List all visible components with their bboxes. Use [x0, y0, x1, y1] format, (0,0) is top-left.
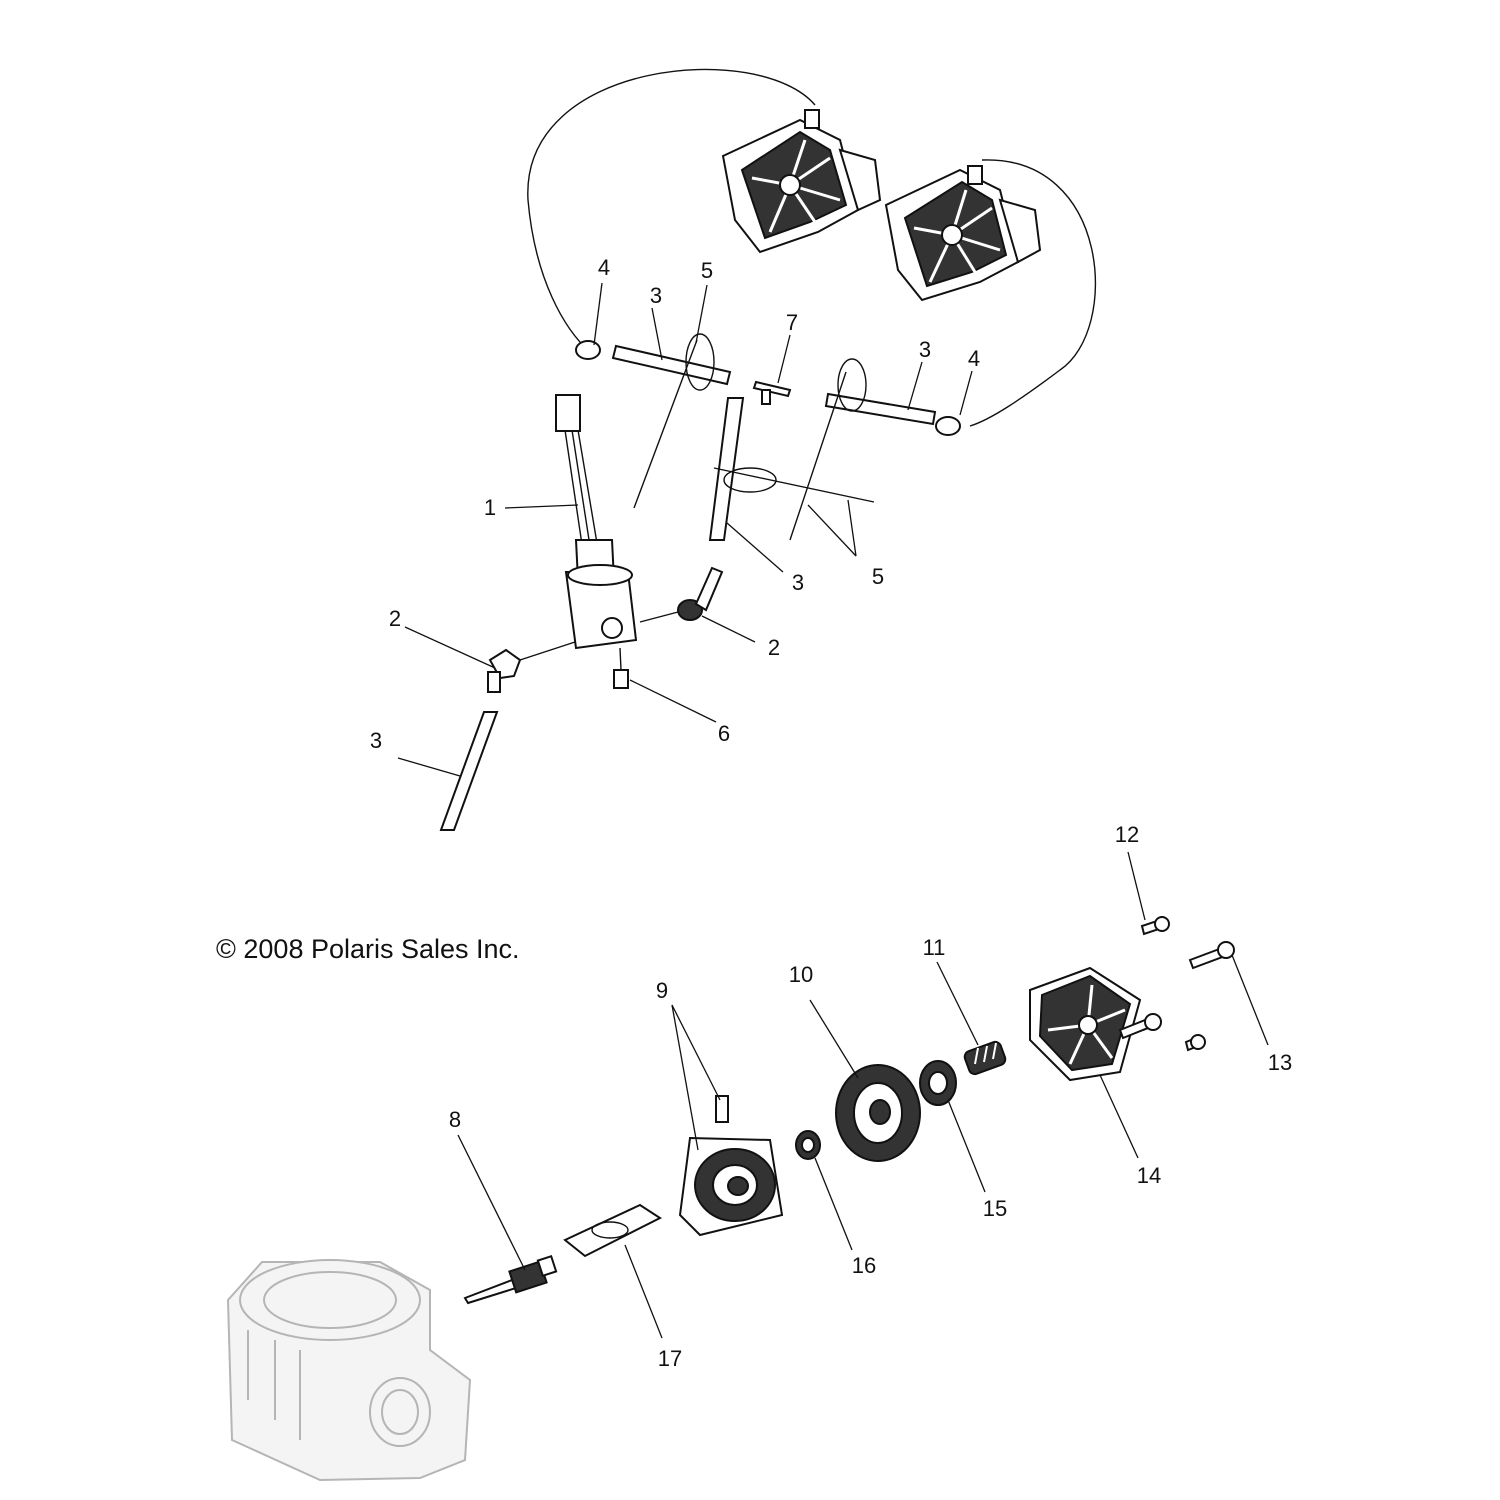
callout-6: 6 — [718, 721, 730, 746]
hose-lower — [439, 711, 499, 831]
hose-clamp-right — [935, 416, 961, 436]
screw — [613, 647, 629, 689]
callout-17: 17 — [658, 1346, 682, 1371]
diaphragm — [835, 1064, 921, 1162]
connector — [752, 380, 792, 405]
callout-11: 11 — [923, 935, 946, 960]
callout-15: 15 — [983, 1196, 1007, 1221]
fitting-right — [639, 566, 724, 623]
callout-4-left: 4 — [598, 255, 610, 280]
cable-tie-upper-left — [633, 333, 715, 509]
hose-clamp-left — [575, 340, 601, 360]
long-screw — [1188, 941, 1235, 970]
screw-lower-right — [1184, 1034, 1206, 1052]
pump-cover-upper-right — [884, 159, 1097, 427]
screw-lower-left — [1118, 1013, 1162, 1040]
callout-1: 1 — [484, 495, 496, 520]
callout-5-lower: 5 — [872, 564, 884, 589]
callout-13: 13 — [1268, 1050, 1292, 1075]
callout-3-upper-left: 3 — [650, 283, 662, 308]
callout-labels: 4 3 5 7 3 4 1 3 5 2 2 6 3 12 10 11 9 13 … — [370, 255, 1292, 1371]
pump-cover — [1029, 966, 1142, 1082]
callout-4-right: 4 — [968, 346, 980, 371]
cable-tie-upper-right — [789, 358, 867, 541]
hose-center — [708, 397, 745, 541]
callout-8: 8 — [449, 1107, 461, 1132]
callout-2-right: 2 — [768, 635, 780, 660]
engine-cylinder — [226, 1259, 472, 1482]
hose-upper-left — [611, 344, 732, 386]
copyright-notice: © 2008 Polaris Sales Inc. — [216, 934, 520, 964]
sensor-assembly — [555, 394, 638, 650]
plunger — [463, 1254, 558, 1305]
gasket — [563, 1203, 663, 1258]
callout-3-center: 3 — [792, 570, 804, 595]
washer — [795, 1130, 821, 1160]
callout-3-lower: 3 — [370, 728, 382, 753]
leader-lines — [397, 282, 1269, 1339]
pump-base — [678, 1095, 784, 1237]
callout-14: 14 — [1137, 1163, 1161, 1188]
callout-3-upper-right: 3 — [919, 337, 931, 362]
callout-10: 10 — [789, 962, 813, 987]
callout-9: 9 — [656, 978, 668, 1003]
fitting-left — [487, 641, 576, 693]
callout-7: 7 — [786, 310, 798, 335]
pump-cover-upper-left — [527, 68, 882, 353]
spring — [963, 1040, 1007, 1076]
cable-tie-lower — [713, 467, 875, 503]
callout-12: 12 — [1115, 822, 1139, 847]
callout-5-upper: 5 — [701, 258, 713, 283]
callout-2-left: 2 — [389, 606, 401, 631]
spring-seat — [919, 1060, 957, 1106]
hose-upper-right — [824, 392, 937, 426]
callout-16: 16 — [852, 1253, 876, 1278]
screw-upper — [1140, 916, 1170, 936]
